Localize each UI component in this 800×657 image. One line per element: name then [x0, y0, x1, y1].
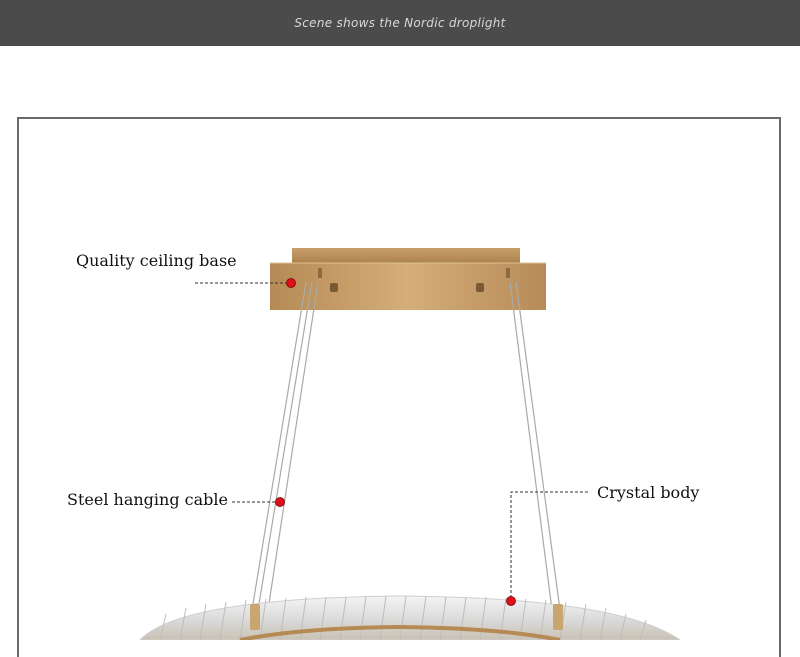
leader-crystal-body: [510, 491, 588, 601]
callout-markers: [275, 278, 516, 606]
product-frame: [17, 117, 781, 657]
label-crystal-body: Crystal body: [597, 483, 700, 502]
chandelier-illustration: [139, 248, 681, 640]
mount-screw: [476, 283, 484, 292]
marker-hanging-cable: [275, 497, 285, 507]
marker-ceiling-base: [286, 278, 296, 288]
mount-screw: [330, 283, 338, 292]
label-ceiling-base: Quality ceiling base: [76, 251, 237, 270]
hanging-cables: [251, 281, 561, 611]
ring-connector: [250, 604, 260, 630]
ring-connector: [553, 604, 563, 630]
label-hanging-cable: Steel hanging cable: [67, 490, 228, 509]
top-banner: Scene shows the Nordic droplight: [0, 0, 800, 46]
marker-crystal-body: [506, 596, 516, 606]
banner-caption: Scene shows the Nordic droplight: [294, 16, 506, 30]
callout-leaders: [195, 282, 588, 601]
crystal-ring: [139, 595, 681, 640]
ceiling-base: [270, 248, 546, 310]
